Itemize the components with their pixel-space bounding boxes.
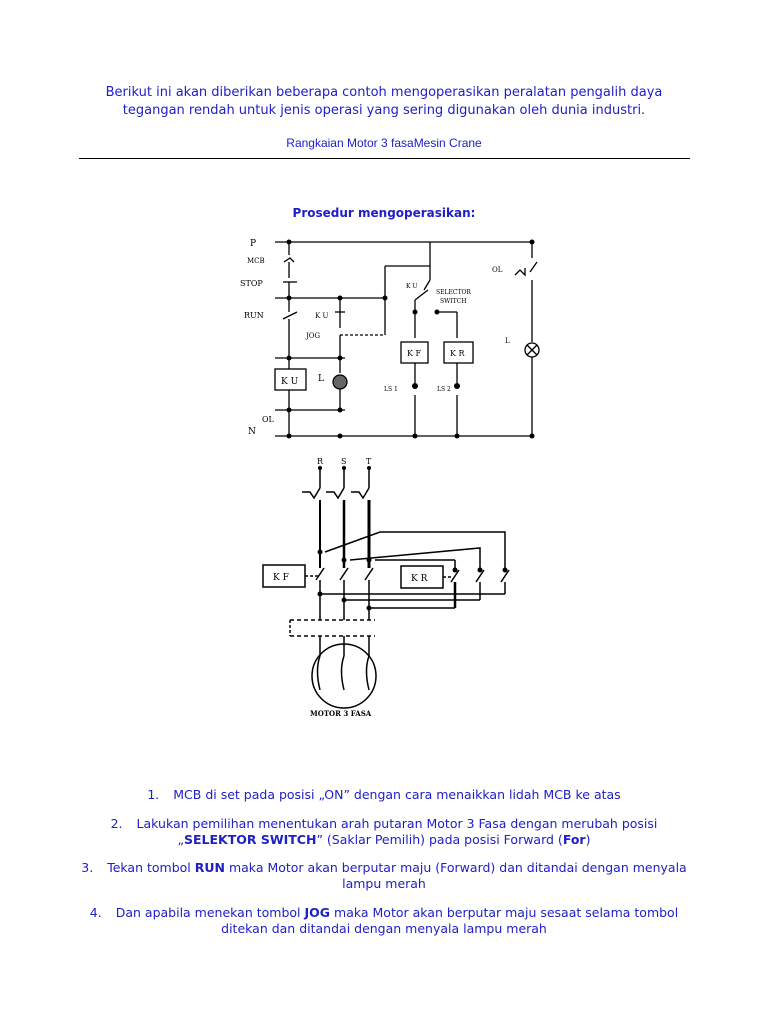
intro-line-2: tegangan rendah untuk jenis operasi yang… (122, 103, 646, 118)
label-s: S (341, 457, 346, 466)
label-r: R (317, 457, 324, 466)
label-t: T (366, 457, 372, 466)
step-3-number: 3. (81, 860, 94, 875)
control-circuit-labels: P MCB STOP RUN K U JOG K U L OL N K U SE… (240, 239, 510, 437)
page-subtitle: Rangkaian Motor 3 fasaMesin Crane (286, 136, 482, 150)
intro-paragraph: Berikut ini akan diberikan beberapa cont… (0, 84, 768, 120)
label-run: RUN (244, 311, 264, 320)
label-selector-line1: SELECTOR (436, 289, 471, 296)
power-circuit-diagram (262, 468, 510, 709)
step-4-text-bold: JOG (304, 905, 331, 920)
label-jog: JOG (305, 332, 321, 340)
procedure-heading: Prosedur mengoperasikan: (292, 206, 476, 220)
step-2: 2. Lakukan pemilihan menentukan arah puta… (70, 816, 698, 848)
label-n: N (248, 427, 256, 437)
step-4-text-b: maka Motor akan berputar maju sesaat sel… (221, 905, 679, 936)
step-2-number: 2. (110, 816, 123, 831)
label-l-right: L (505, 337, 510, 345)
control-circuit-dots (286, 239, 535, 439)
step-1: 1. MCB di set pada posisi „ON” dengan car… (70, 787, 698, 803)
label-mcb: MCB (247, 257, 265, 265)
step-3-text-bold: RUN (194, 860, 225, 875)
kr-coil-box (443, 341, 474, 364)
step-4-number: 4. (89, 905, 102, 920)
ku-coil-box (274, 368, 307, 391)
label-stop: STOP (240, 279, 263, 288)
label-kr: K R (450, 349, 466, 358)
label-selector-line2: SWITCH (440, 298, 466, 305)
label-ls1: LS 1 (384, 386, 398, 393)
label-motor: MOTOR 3 FASA (310, 709, 372, 718)
step-3-text-b: maka Motor akan berputar maju (Forward) … (224, 860, 687, 891)
power-circuit-dots (317, 466, 508, 611)
control-circuit-diagram (274, 241, 540, 437)
label-p: P (250, 239, 256, 249)
step-2-text-a: Lakukan pemilihan menentukan arah putara… (136, 816, 658, 847)
label-kf: K F (407, 349, 422, 358)
step-2-text-bold-b: For (562, 832, 586, 847)
step-2-text-b: ” (Saklar Pemilih) pada posisi Forward ( (316, 832, 563, 847)
label-lamp-l: L (318, 374, 324, 384)
label-kf-power: K F (273, 573, 289, 583)
step-2-text-bold-a: SELEKTOR SWITCH (183, 832, 317, 847)
lamp-l-symbol (332, 374, 348, 390)
step-1-number: 1. (147, 787, 160, 802)
label-ls2: LS 2 (437, 386, 451, 393)
run-button-symbol (282, 311, 298, 320)
step-3-text-a: Tekan tombol (107, 860, 195, 875)
label-ku-contact: K U (315, 312, 328, 320)
step-4: 4. Dan apabila menekan tombol JOG maka Mo… (70, 905, 698, 937)
label-kr-power: K R (411, 574, 428, 584)
step-1-text: MCB di set pada posisi „ON” dengan cara … (173, 787, 621, 802)
step-3: 3. Tekan tombol RUN maka Motor akan berpu… (70, 860, 698, 892)
label-ol-bottom: OL (262, 415, 275, 424)
label-ol-right: OL (492, 266, 503, 274)
horizontal-rule (79, 158, 690, 159)
label-ku-coil: K U (281, 377, 299, 387)
motor-symbol (311, 643, 377, 709)
power-circuit-labels: R S T K F K R MOTOR 3 FASA (273, 457, 428, 718)
step-4-text-a: Dan apabila menekan tombol (115, 905, 305, 920)
label-ku-top: K U (406, 283, 417, 290)
intro-line-1: Berikut ini akan diberikan beberapa cont… (105, 85, 663, 100)
step-2-text-c: ) (585, 832, 591, 847)
